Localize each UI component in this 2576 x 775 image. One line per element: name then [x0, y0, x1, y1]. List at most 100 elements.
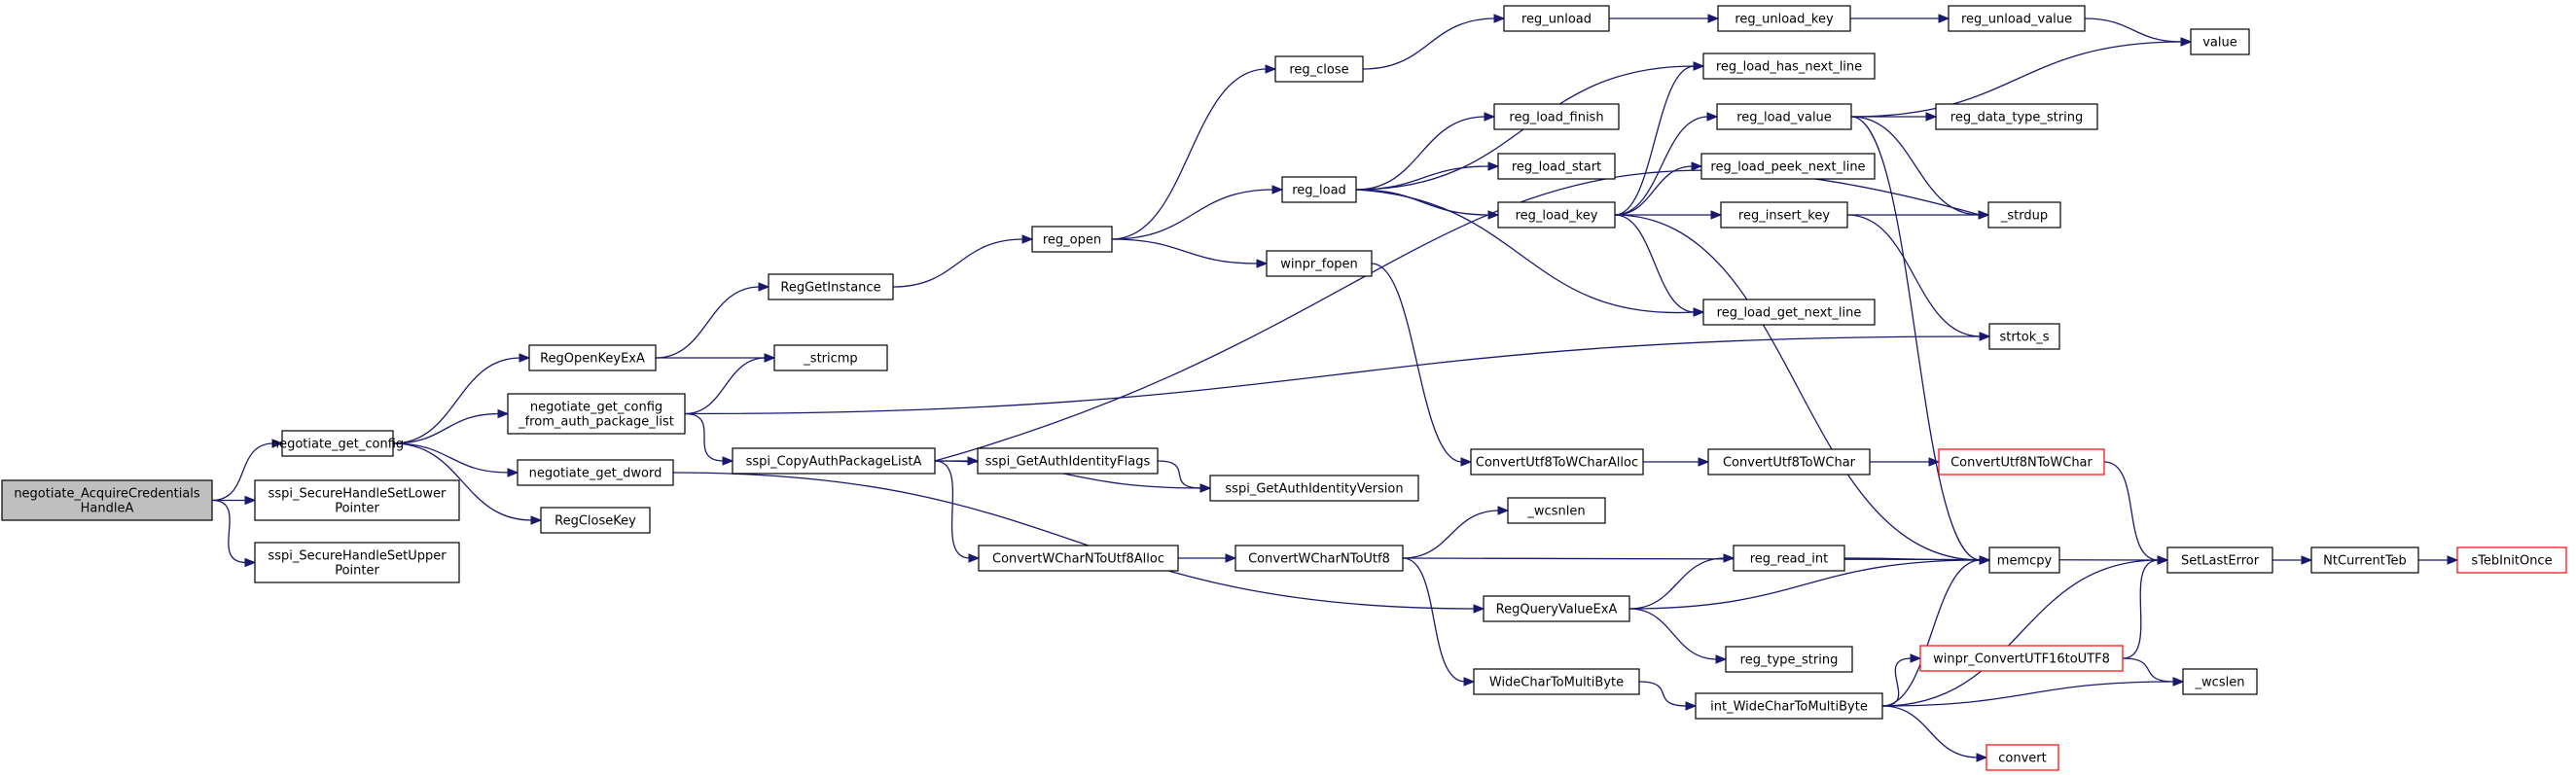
node-value[interactable]: value — [2190, 28, 2250, 55]
node-box — [1209, 475, 1419, 502]
node-sspi-getauthidentityflags[interactable]: sspi_GetAuthIdentityFlags — [977, 447, 1159, 475]
edge-arrowhead — [1463, 677, 1476, 687]
edge-n16-n22 — [1355, 189, 1500, 220]
node-strdup[interactable]: _strdup — [1987, 201, 2061, 229]
node-box — [978, 545, 1179, 572]
node-reg-load-start[interactable]: reg_load_start — [1497, 153, 1616, 180]
node-box — [1695, 692, 1883, 720]
node-winpr-fopen[interactable]: winpr_fopen — [1266, 250, 1373, 277]
node-memcpy[interactable]: memcpy — [1988, 546, 2060, 574]
node-reg-open[interactable]: reg_open — [1031, 226, 1113, 253]
node-convert[interactable]: convert — [1986, 744, 2059, 771]
node-reg-unload-value[interactable]: reg_unload_value — [1948, 5, 2086, 32]
node-regclosekey[interactable]: RegCloseKey — [540, 507, 651, 534]
node-label: negotiate_get_config — [271, 438, 404, 452]
node-convertwcharntoutf8[interactable]: ConvertWCharNToUtf8 — [1234, 545, 1404, 572]
node-negotiate-get-config[interactable]: negotiate_get_config — [271, 430, 404, 457]
node-convertwcharntoutf8alloc[interactable]: ConvertWCharNToUtf8Alloc — [978, 545, 1179, 572]
node-box — [1503, 5, 1610, 32]
node-reg-load-key[interactable]: reg_load_key — [1497, 201, 1616, 229]
node-reg-type-string[interactable]: reg_type_string — [1725, 646, 1853, 673]
edge-line — [1111, 68, 1268, 240]
edge-n33-n39 — [1869, 457, 1941, 467]
edge-arrowhead — [1497, 506, 1510, 515]
edge-arrowhead — [1685, 701, 1698, 711]
node-box — [281, 430, 394, 457]
edge-n6-n25 — [672, 472, 1485, 614]
edge-arrowhead — [1021, 234, 1034, 244]
node-regqueryvalueexa[interactable]: RegQueryValueExA — [1483, 595, 1630, 622]
node-reg-load[interactable]: reg_load — [1281, 176, 1357, 203]
node-convertutf8towchar[interactable]: ConvertUtf8ToWChar — [1707, 448, 1871, 476]
node-reg-load-finish[interactable]: reg_load_finish — [1493, 103, 1620, 130]
edge-arrowhead — [722, 456, 734, 466]
node-convertutf8ntowchar[interactable]: ConvertUtf8NToWChar — [1938, 448, 2105, 476]
node-label: sspi_CopyAuthPackageListA — [746, 455, 922, 470]
edge-line — [211, 442, 274, 502]
node-label: reg_data_type_string — [1950, 111, 2083, 125]
edge-line — [1355, 165, 1490, 191]
node-ntcurrentteb[interactable]: NtCurrentTeb — [2310, 546, 2419, 574]
node-label: WideCharToMultiByte — [1489, 676, 1624, 690]
node-reg-insert-key[interactable]: reg_insert_key — [1720, 201, 1848, 229]
edge-n8-n11 — [892, 234, 1034, 288]
node-label: reg_load_has_next_line — [1716, 60, 1862, 75]
node-strtok-s[interactable]: strtok_s — [1988, 323, 2060, 350]
node-box — [2166, 546, 2273, 574]
node-winpr-convertutf16toutf8[interactable]: winpr_ConvertUTF16toUTF8 — [1919, 645, 2124, 672]
node-box — [1274, 55, 1364, 83]
node-reg-load-peek-next-line[interactable]: reg_load_peek_next_line — [1700, 153, 1876, 180]
edge-line — [684, 357, 767, 415]
edge-line — [655, 286, 761, 359]
node-sspi-getauthidentityversion[interactable]: sspi_GetAuthIdentityVersion — [1209, 475, 1419, 502]
node-reg-unload-key[interactable]: reg_unload_key — [1717, 5, 1851, 32]
node-label: reg_load_get_next_line — [1717, 306, 1862, 321]
node-label: reg_load_start — [1512, 160, 1601, 175]
edge-line — [2103, 461, 2160, 561]
edge-arrowhead — [967, 456, 980, 466]
node-box — [2456, 546, 2567, 574]
edge-arrowhead — [1199, 483, 1212, 493]
node-label: reg_insert_key — [1738, 209, 1830, 224]
node-box — [1031, 226, 1113, 253]
node-sspi-copyauthpackagelista[interactable]: sspi_CopyAuthPackageListA — [732, 447, 936, 475]
node-box — [773, 344, 888, 371]
node-label: reg_open — [1043, 233, 1101, 248]
edge-arrowhead — [1691, 161, 1703, 171]
node-stricmp[interactable]: _stricmp — [773, 344, 888, 371]
node-negotiate-get-config-from-auth-package-list[interactable]: negotiate_get_config_from_auth_package_l… — [507, 393, 686, 435]
edge-n39-n46 — [2103, 461, 2169, 565]
node-reg-read-int[interactable]: reg_read_int — [1733, 545, 1845, 572]
node-reg-load-get-next-line[interactable]: reg_load_get_next_line — [1702, 299, 1876, 326]
node-regopenkeyexa[interactable]: RegOpenKeyExA — [528, 344, 657, 371]
node-reg-load-value[interactable]: reg_load_value — [1716, 103, 1852, 130]
node-reg-close[interactable]: reg_close — [1274, 55, 1364, 83]
node-setlasterror[interactable]: SetLastError — [2166, 546, 2273, 574]
node-label: winpr_fopen — [1280, 258, 1358, 272]
node-reg-unload[interactable]: reg_unload — [1503, 5, 1610, 32]
node-widechartomultibyte[interactable]: WideCharToMultiByte — [1473, 668, 1640, 695]
node-reggetinstance[interactable]: RegGetInstance — [768, 273, 894, 300]
edge-line — [1111, 189, 1274, 240]
node-wcslen[interactable]: _wcslen — [2182, 668, 2258, 695]
node-reg-data-type-string[interactable]: reg_data_type_string — [1935, 103, 2098, 130]
node-box — [1234, 545, 1404, 572]
node-convertutf8towcharalloc[interactable]: ConvertUtf8ToWCharAlloc — [1470, 448, 1644, 476]
node-box — [1733, 545, 1845, 572]
node-negotiate-get-dword[interactable]: negotiate_get_dword — [517, 459, 674, 486]
node-label: NtCurrentTeb — [2323, 554, 2407, 569]
edge-line — [934, 460, 971, 559]
node-int-widechartomultibyte[interactable]: int_WideCharToMultiByte — [1695, 692, 1883, 720]
node-wcsnlen[interactable]: _wcsnlen — [1507, 497, 1606, 524]
edge-n15-n19 — [1362, 14, 1506, 70]
node-stebinitonce[interactable]: sTebInitOnce — [2456, 546, 2567, 574]
edge-n4-n8 — [655, 282, 770, 359]
node-box — [1473, 668, 1640, 695]
node-label: winpr_ConvertUTF16toUTF8 — [1933, 652, 2110, 667]
edge-n16-n21 — [1355, 161, 1500, 191]
edge-n22-n45 — [1614, 214, 1991, 565]
node-reg-load-has-next-line[interactable]: reg_load_has_next_line — [1702, 53, 1876, 80]
